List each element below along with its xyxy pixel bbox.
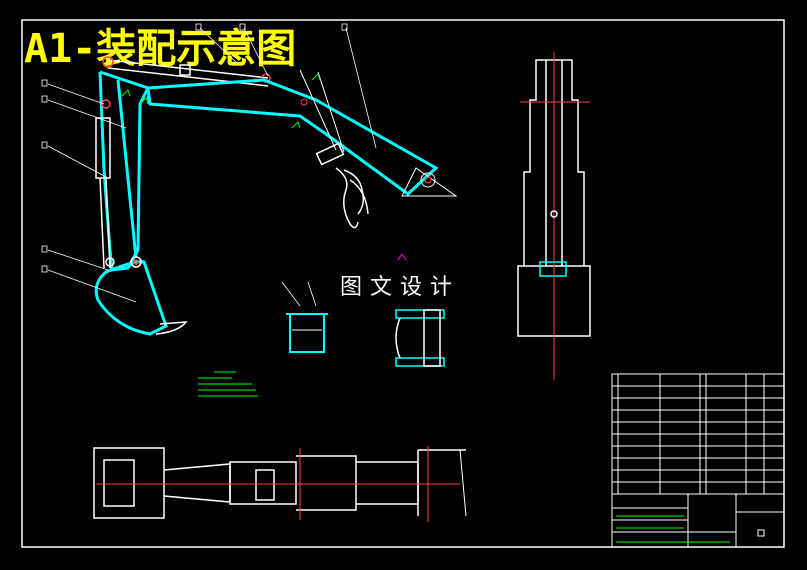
center-marker xyxy=(397,253,407,261)
title-block-green-marks xyxy=(616,515,730,543)
bucket xyxy=(94,260,168,336)
parts-list-table xyxy=(611,373,785,495)
drawing-title: A1-装配示意图 xyxy=(24,26,296,72)
boom xyxy=(146,78,439,196)
bushing-detail xyxy=(281,281,328,353)
plan-view xyxy=(93,446,467,522)
side-view-assembly xyxy=(41,23,458,336)
weld-symbols xyxy=(121,73,321,129)
part-leaders xyxy=(41,23,377,303)
technical-notes xyxy=(198,371,258,397)
front-view xyxy=(517,52,591,380)
stick-arm xyxy=(98,70,151,272)
hook-linkage xyxy=(315,142,369,229)
sheet-border xyxy=(21,19,785,548)
pin-detail xyxy=(395,309,445,367)
watermark: 图文设计 xyxy=(340,275,460,300)
title-block xyxy=(611,493,785,548)
arm-cylinder xyxy=(95,99,115,269)
